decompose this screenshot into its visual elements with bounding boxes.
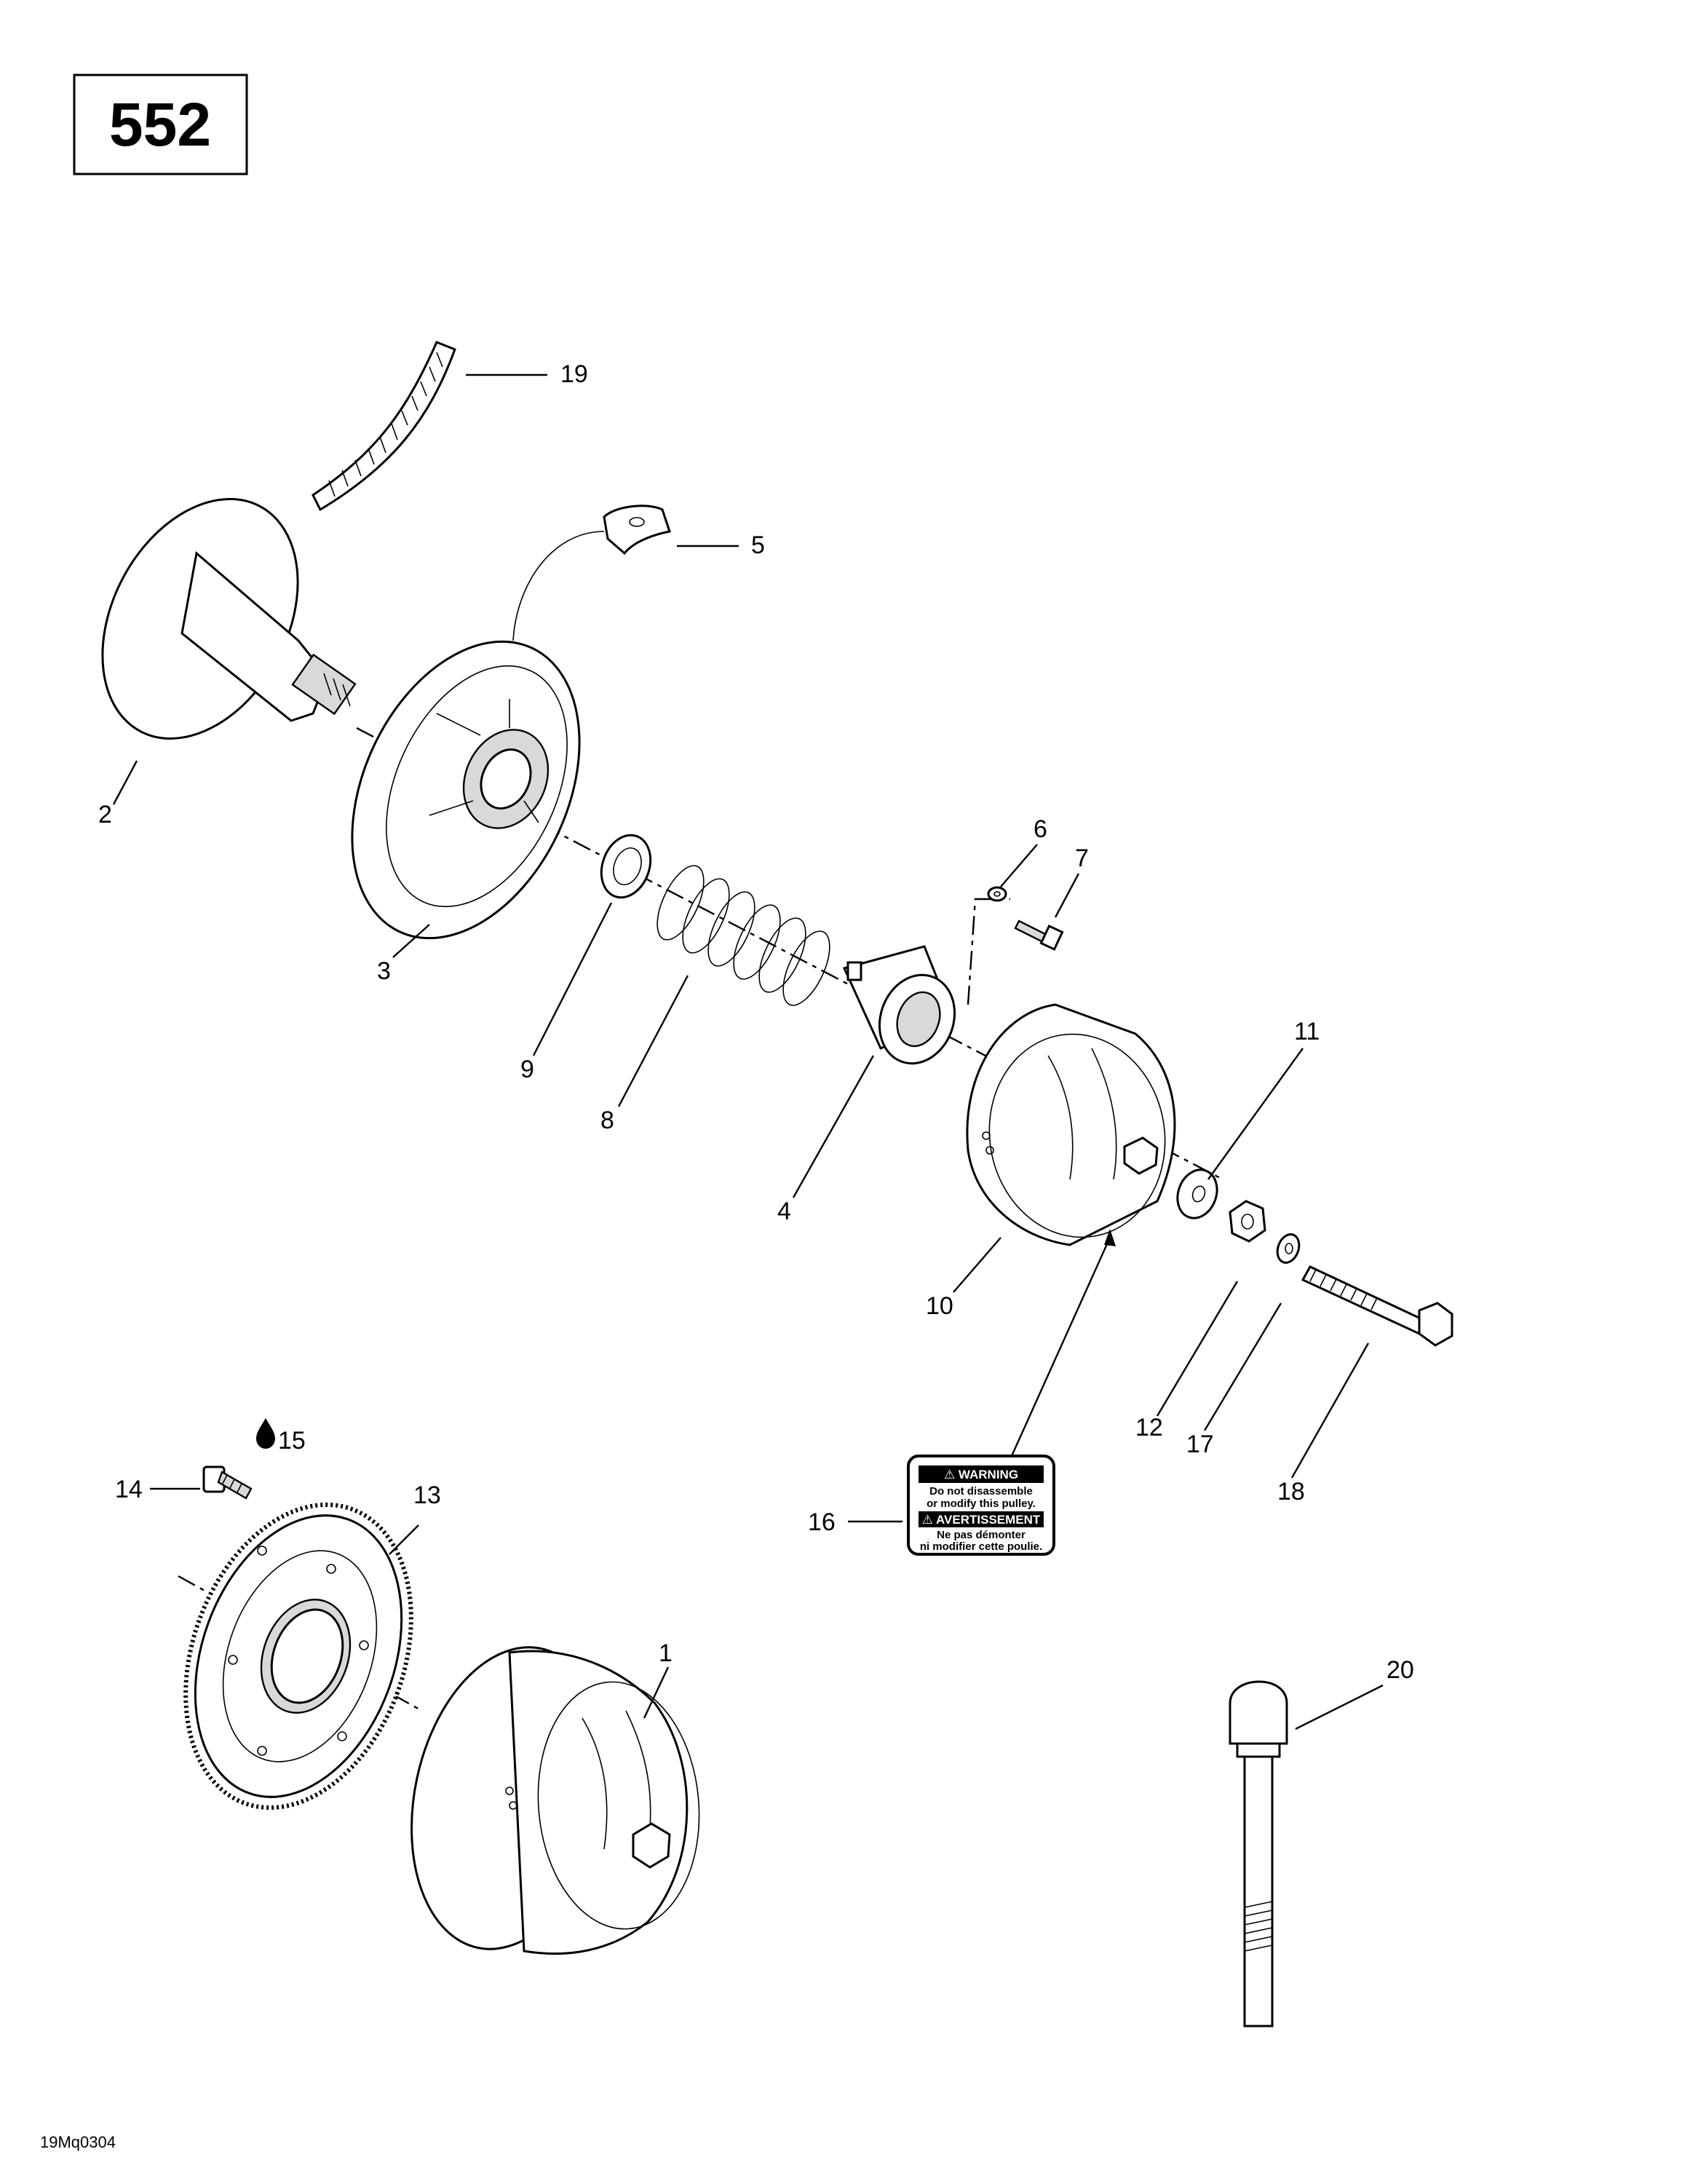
ring-gear	[183, 1502, 413, 1811]
callout-5: 5	[751, 531, 765, 559]
drive-pulley	[410, 1646, 700, 1955]
decal-line3: or modify this pulley.	[927, 1497, 1036, 1510]
decal-line1: ⚠ WARNING	[944, 1468, 1018, 1481]
callout-10: 10	[926, 1292, 953, 1320]
cam	[842, 945, 956, 1065]
washer-11	[1176, 1168, 1218, 1219]
callout-16: 16	[808, 1508, 836, 1536]
leader-lines	[112, 373, 1384, 1730]
callout-14: 14	[115, 1476, 143, 1503]
decal-arrow	[1010, 1229, 1116, 1457]
callout-labels: 19 5 2 3 6 7 11 9 8 4 10 12 17 18 16 14 …	[98, 360, 1414, 1684]
callout-1: 1	[659, 1639, 673, 1667]
callout-7: 7	[1075, 844, 1089, 872]
oil-drop-icon	[256, 1418, 275, 1449]
callout-13: 13	[413, 1481, 441, 1509]
callout-4: 4	[777, 1198, 791, 1225]
decal-line2: Do not disassemble	[929, 1485, 1033, 1497]
bolt-18	[1301, 1265, 1453, 1347]
callout-3: 3	[377, 957, 391, 985]
lock-washer-17	[1276, 1233, 1301, 1264]
callout-17: 17	[1186, 1431, 1214, 1458]
drive-belt	[312, 341, 456, 512]
callout-6: 6	[1034, 815, 1047, 843]
callout-19: 19	[560, 360, 588, 388]
callout-12: 12	[1135, 1414, 1163, 1441]
sliding-half	[351, 640, 581, 940]
callout-8: 8	[600, 1107, 614, 1134]
decal-line6: ni modifier cette poulie.	[920, 1540, 1042, 1553]
page-number: 552	[109, 90, 211, 159]
slider-shoe	[512, 505, 671, 641]
callout-20: 20	[1387, 1656, 1414, 1684]
spring	[656, 865, 830, 1006]
callout-9: 9	[520, 1056, 534, 1083]
cover	[966, 1003, 1176, 1246]
decal-line4: ⚠ AVERTISSEMENT	[922, 1513, 1041, 1527]
callout-15: 15	[278, 1427, 306, 1455]
callout-11: 11	[1294, 1018, 1320, 1045]
warning-decal: ⚠ WARNING Do not disassemble or modify t…	[907, 1455, 1055, 1556]
callout-18: 18	[1277, 1478, 1305, 1506]
callout-2: 2	[98, 801, 112, 828]
decal-line5: Ne pas démonter	[937, 1529, 1026, 1541]
spring-cup	[600, 834, 652, 899]
nut-12	[1229, 1200, 1266, 1243]
screw-14	[202, 1465, 253, 1500]
page-number-box: 552	[73, 74, 248, 175]
screw-7	[1014, 919, 1064, 951]
fixed-half-shaft	[101, 498, 357, 740]
washer-6	[987, 886, 1007, 902]
puller-bolt	[1229, 1680, 1288, 2027]
drawing-code: 19Mq0304	[40, 2133, 116, 2151]
